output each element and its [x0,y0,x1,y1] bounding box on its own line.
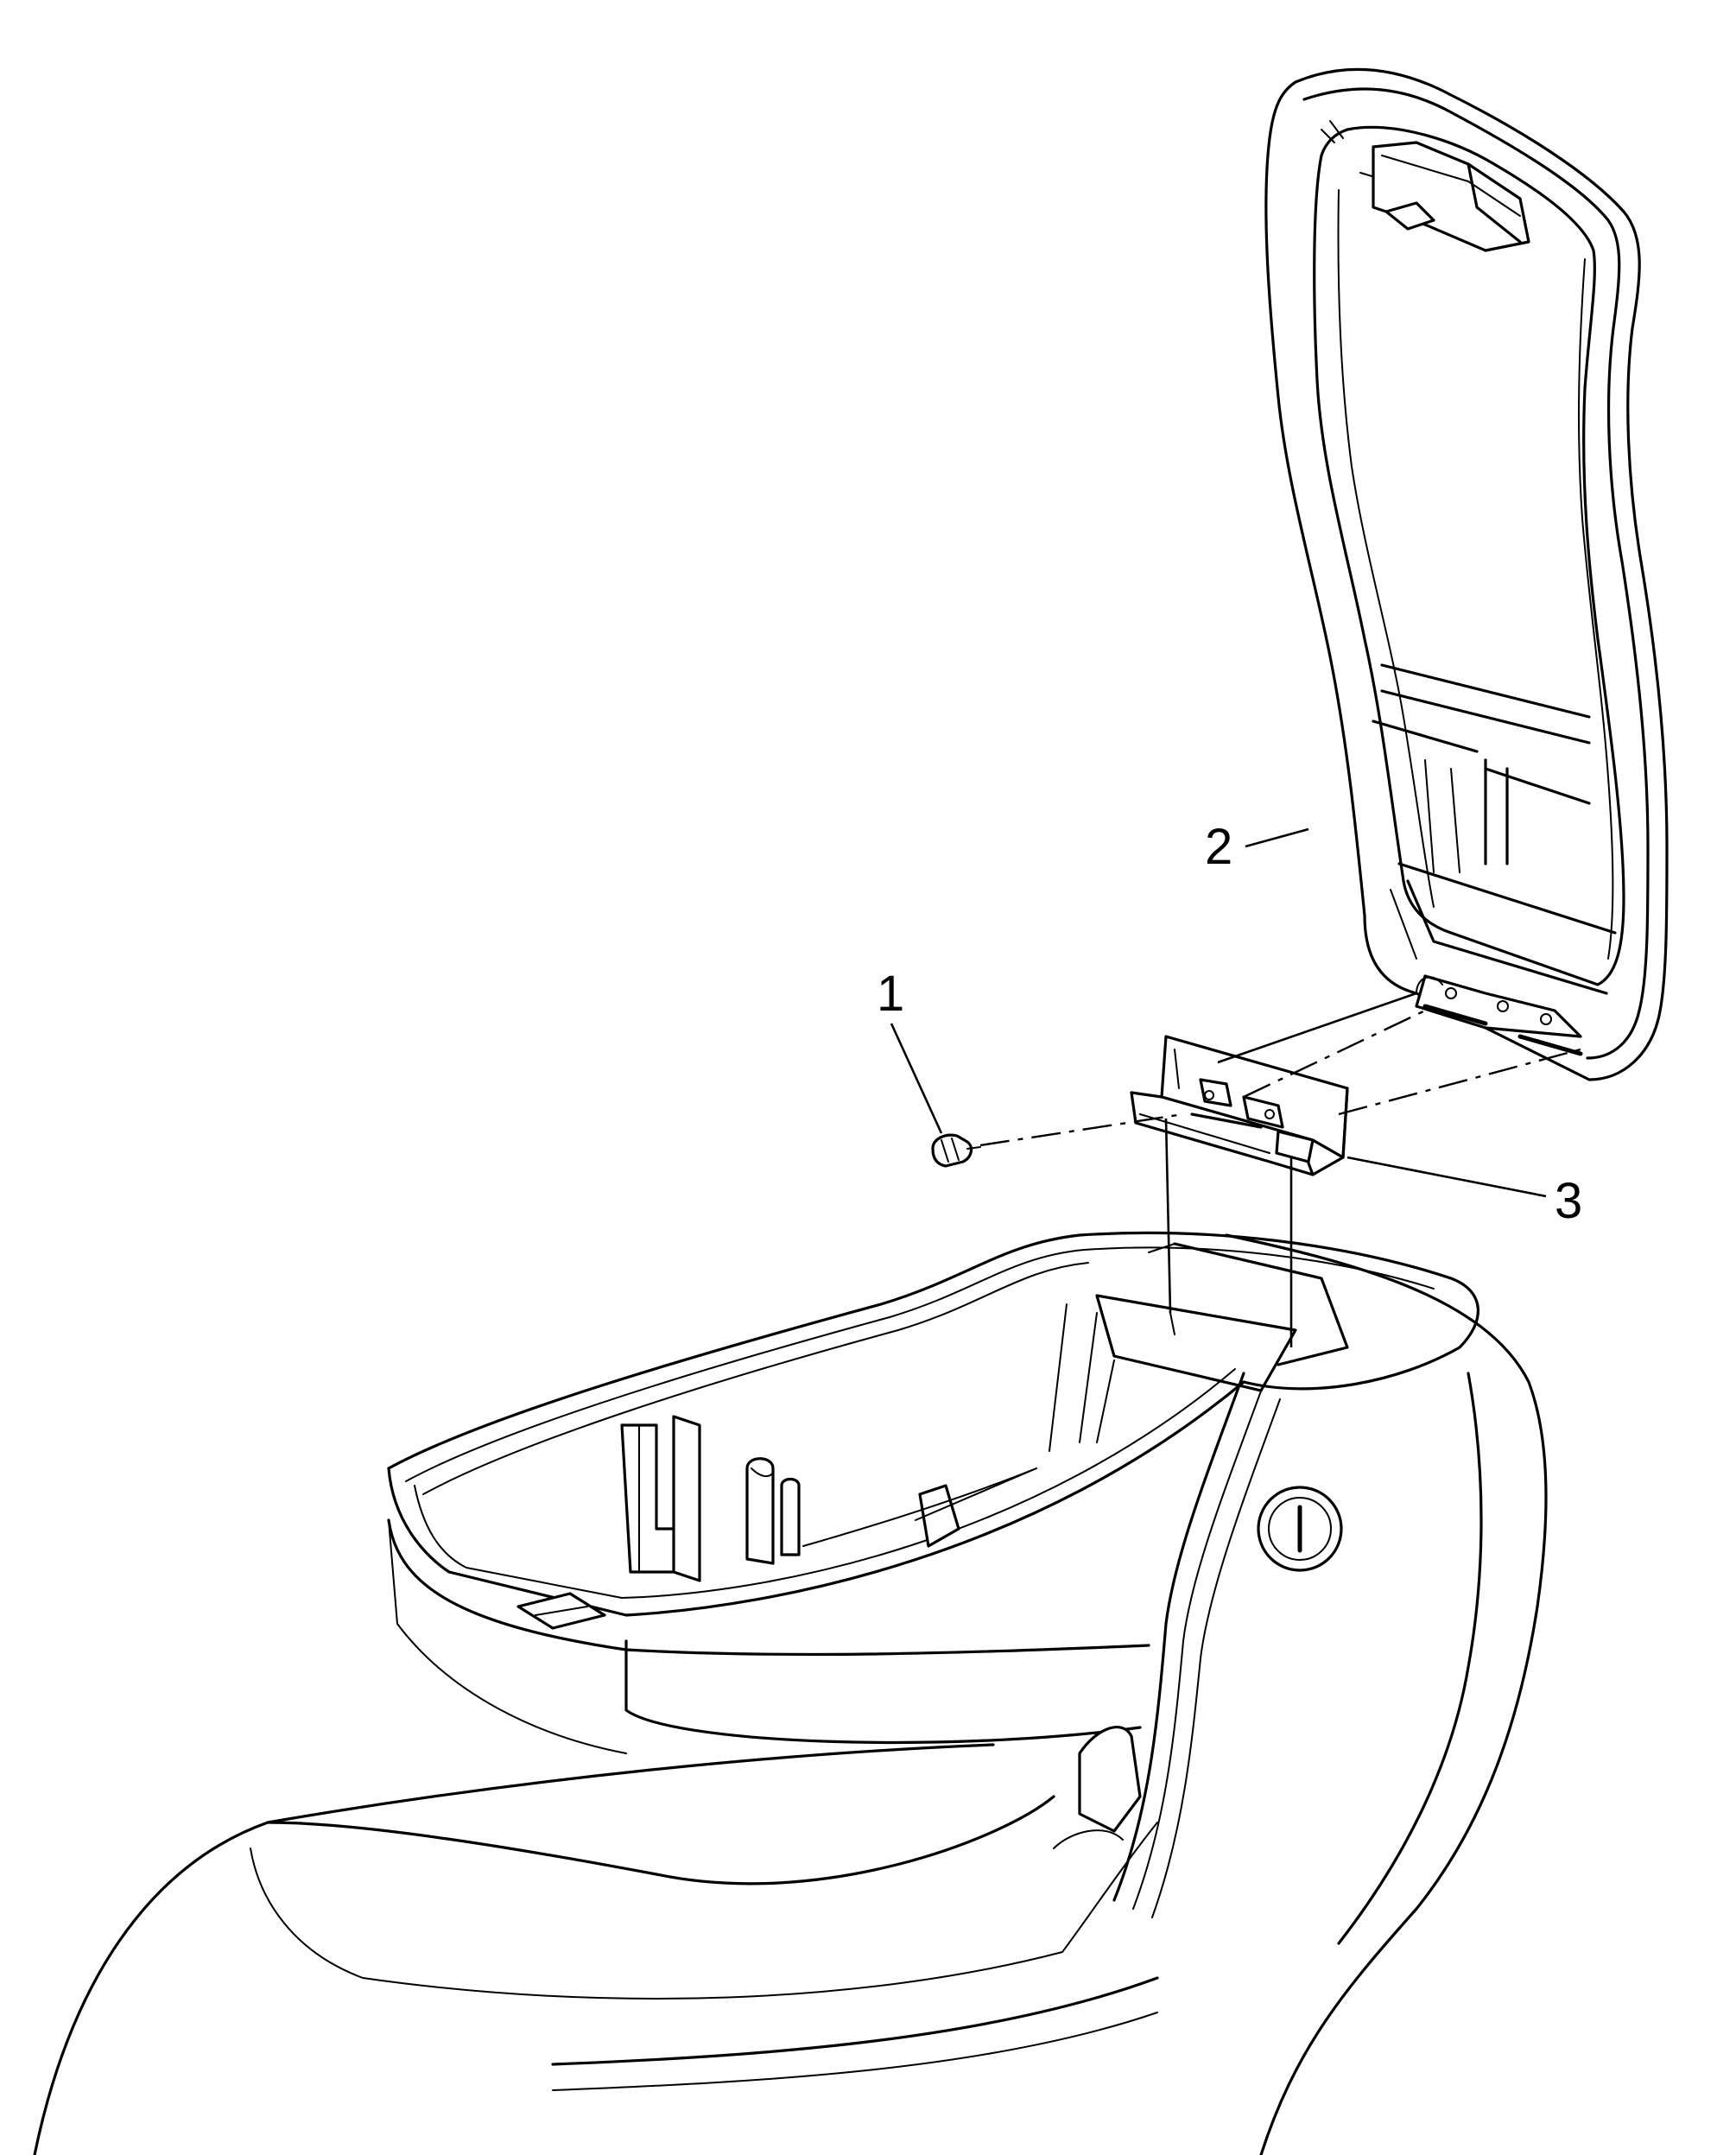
lock-button-icon [1257,1486,1343,1572]
callout-3-label: 3 [1555,1173,1582,1229]
seat-cushion [33,1743,1159,2155]
callout-1: 1 [877,966,943,1134]
assembly-lines [979,992,1581,1347]
callout-2-label: 2 [1205,819,1232,875]
callout-1-label: 1 [877,966,904,1022]
center-console [387,1231,1548,2155]
callout-3: 3 [1346,1156,1582,1229]
hinge [1130,1035,1349,1176]
callout-2: 2 [1205,819,1309,875]
screw [931,1133,981,1168]
armrest-lid [1264,67,1669,1081]
